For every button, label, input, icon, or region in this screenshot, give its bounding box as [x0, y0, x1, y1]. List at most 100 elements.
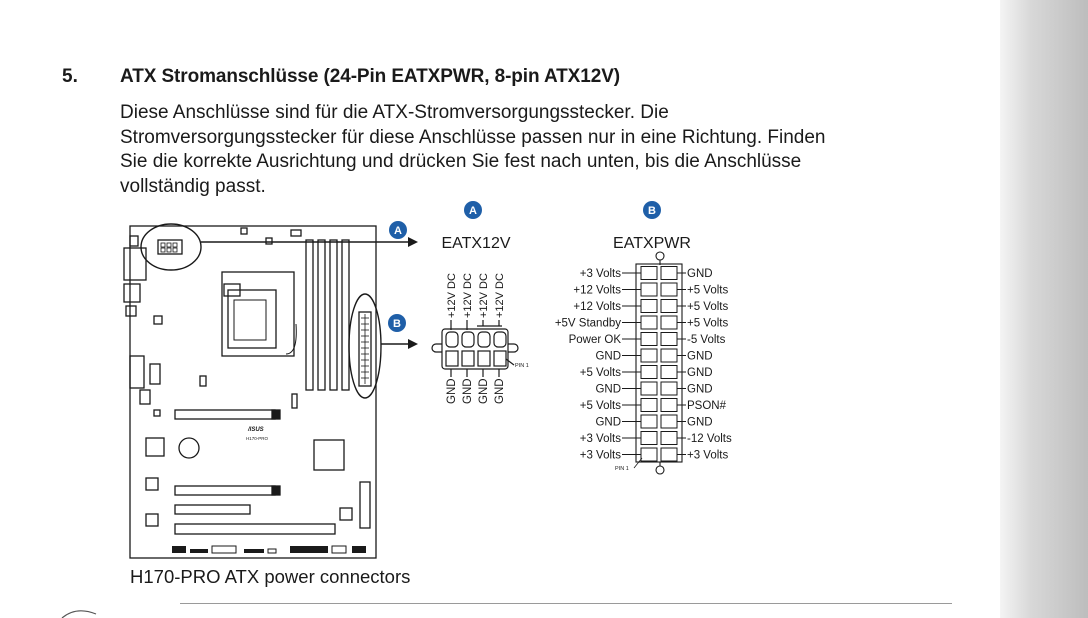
eatxpwr-pin-row: GND GND [595, 414, 713, 429]
eatxpwr-pin-row: +12 Volts +5 Volts [573, 299, 728, 313]
eatxpwr-left-label: +3 Volts [580, 450, 621, 462]
eatxpwr-left-label: +5V Standby [555, 318, 621, 330]
callout-b-title-label: B [648, 205, 656, 217]
eatxpwr-pin-right [660, 315, 678, 330]
eatxpwr-pin-left [640, 282, 658, 297]
eatxpwr-pin-row: +5 Volts PSON# [580, 398, 727, 412]
eatxpwr-pin-left [640, 398, 658, 412]
eatxpwr-right-label: PSON# [687, 400, 727, 412]
eatxpwr-pin-row: GND GND [595, 381, 713, 396]
board-model-label: H170-PRO [246, 436, 269, 441]
eatxpwr-left-label: +3 Volts [580, 433, 621, 445]
callout-b-title-badge: B [643, 201, 661, 219]
eatx12v-pin1-label: PIN 1 [515, 363, 529, 369]
eatxpwr-right-label: +5 Volts [687, 285, 728, 297]
callout-b-badge: B [388, 314, 406, 332]
eatxpwr-pin-left [640, 332, 658, 346]
eatxpwr-pin-right [660, 282, 678, 297]
eatxpwr-pin-right [660, 381, 678, 396]
eatx12v-connector [431, 320, 519, 377]
eatx12v-top-labels: +12V DC +12V DC +12V DC +12V DC [446, 273, 506, 318]
connector-diagram: /ISUS H170-PRO A B A EATX12V +12V DC [123, 201, 732, 559]
board-bottom-headers [172, 545, 366, 554]
eatxpwr-right-label: GND [687, 268, 713, 280]
eatxpwr-right-label: GND [687, 351, 713, 363]
eatxpwr-left-label: +5 Volts [580, 400, 621, 412]
eatxpwr-pin-left [640, 414, 658, 429]
eatx12v-title: EATX12V [441, 235, 510, 252]
eatxpwr-pin-row: +3 Volts GND [580, 266, 713, 280]
eatx12v-top-label: +12V DC [446, 273, 458, 318]
board-connector-pins [160, 242, 369, 384]
eatxpwr-pin-right [660, 299, 678, 313]
eatx12v-bottom-labels: GND GND GND GND [446, 378, 506, 404]
eatxpwr-left-label: GND [595, 417, 621, 429]
eatxpwr-pin-row: +5 Volts GND [580, 365, 713, 379]
eatxpwr-right-label: GND [687, 367, 713, 379]
eatxpwr-pin-row: +3 Volts -12 Volts [580, 431, 732, 445]
atx12v-highlight [140, 223, 202, 271]
callout-b-label: B [393, 318, 401, 330]
eatxpwr-left-label: GND [595, 351, 621, 363]
eatxpwr-left-label: +12 Volts [573, 301, 621, 313]
eatx12v-bottom-label: GND [446, 378, 458, 404]
eatxpwr-highlight [348, 293, 382, 399]
eatxpwr-pin1-leader [633, 457, 643, 469]
eatxpwr-right-label: -12 Volts [687, 433, 732, 445]
section-paragraph: Diese Anschlüsse sind für die ATX-Stromv… [120, 101, 940, 199]
eatxpwr-left-label: +5 Volts [580, 367, 621, 379]
eatxpwr-pin-row: +5V Standby +5 Volts [555, 315, 728, 330]
eatxpwr-pin-right [660, 332, 678, 346]
eatxpwr-connector [635, 251, 683, 475]
eatxpwr-pin-right [660, 348, 678, 363]
eatxpwr-pin-left [640, 447, 658, 462]
eatxpwr-left-label: GND [595, 384, 621, 396]
paragraph-line: vollständig passt. [120, 175, 266, 197]
eatxpwr-right-label: -5 Volts [687, 334, 726, 346]
paragraph-line: Sie die korrekte Ausrichtung und drücken… [120, 151, 802, 172]
note-icon [61, 610, 97, 618]
eatxpwr-pin-right [660, 414, 678, 429]
motherboard-outline [123, 225, 377, 559]
callout-a-badge: A [389, 221, 407, 239]
eatxpwr-pin-right [660, 365, 678, 379]
eatxpwr-pin-row: GND GND [595, 348, 713, 363]
eatxpwr-right-label: GND [687, 384, 713, 396]
eatxpwr-right-label: GND [687, 417, 713, 429]
eatxpwr-pin1-label: PIN 1 [615, 466, 629, 472]
paragraph-line: Stromversorgungsstecker für diese Anschl… [120, 126, 826, 148]
eatxpwr-pin-row: Power OK -5 Volts [569, 332, 726, 346]
board-brand: /ISUS [247, 427, 264, 433]
eatxpwr-pin-left [640, 266, 658, 280]
eatx12v-bottom-label: GND [494, 378, 506, 404]
callout-arrows [201, 237, 418, 349]
eatxpwr-left-label: +3 Volts [580, 268, 621, 280]
callout-a-title-label: A [469, 205, 477, 217]
eatx12v-top-label: +12V DC [462, 273, 474, 318]
section-title: ATX Stromanschlüsse (24-Pin EATXPWR, 8-p… [120, 66, 620, 87]
eatxpwr-pin-row: +3 Volts +3 Volts [580, 447, 728, 462]
page-edge-shadow [1000, 0, 1088, 618]
figure-caption: H170-PRO ATX power connectors [130, 566, 411, 587]
eatxpwr-pin-left [640, 348, 658, 363]
eatxpwr-pin-left [640, 381, 658, 396]
eatxpwr-right-label: +5 Volts [687, 318, 728, 330]
eatxpwr-pin-left [640, 315, 658, 330]
eatxpwr-pin-left [640, 299, 658, 313]
section-number: 5. [62, 66, 78, 87]
eatxpwr-right-label: +3 Volts [687, 450, 728, 462]
eatxpwr-pin-right [660, 431, 678, 445]
eatxpwr-left-label: Power OK [569, 334, 622, 346]
paragraph-line: Diese Anschlüsse sind für die ATX-Stromv… [120, 102, 669, 123]
eatxpwr-pin-left [640, 431, 658, 445]
eatxpwr-pin-right [660, 398, 678, 412]
callout-a-title-badge: A [464, 201, 482, 219]
eatxpwr-pin-right [660, 266, 678, 280]
eatxpwr-pin-right [660, 447, 678, 462]
eatxpwr-right-label: +5 Volts [687, 301, 728, 313]
eatx12v-top-label: +12V DC [478, 273, 490, 318]
eatx12v-bottom-label: GND [478, 378, 490, 404]
eatxpwr-pin-row: +12 Volts+5 Volts [573, 282, 728, 297]
eatxpwr-pin-left [640, 365, 658, 379]
